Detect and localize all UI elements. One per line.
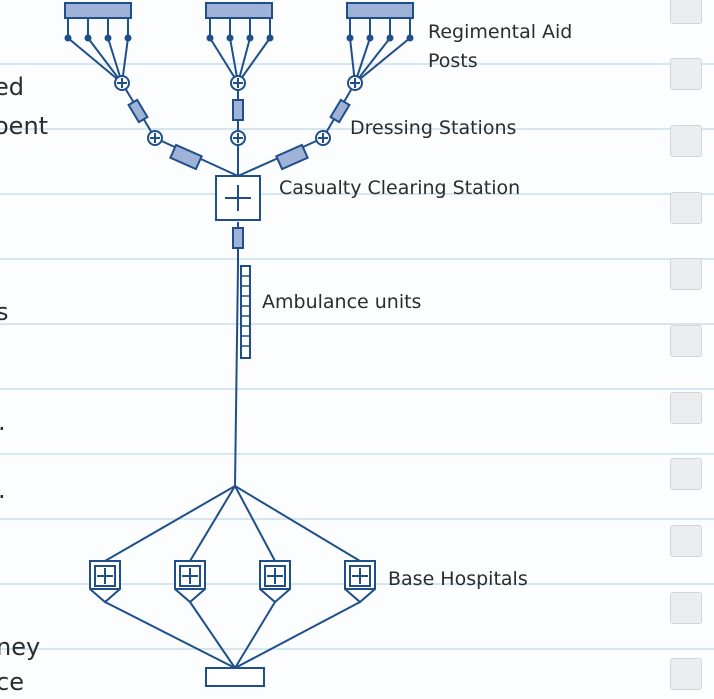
regimental-aid-post-middle: [205, 2, 273, 19]
label-regimental-aid-line2: Posts: [428, 50, 478, 72]
regimental-aid-post-left: [64, 2, 132, 19]
dressing-station-icon-left: [147, 130, 163, 146]
edge-text-3: s: [0, 298, 9, 326]
dressing-station-icon-right: [315, 130, 331, 146]
aid-post-plus-icon-middle: [230, 75, 246, 91]
ccs-plus-icon: [225, 185, 251, 211]
label-regimental-aid-line1: Regimental Aid: [428, 21, 572, 43]
checkbox[interactable]: [670, 458, 702, 490]
regimental-aid-post-right: [346, 2, 414, 19]
base-hospital-1: [89, 560, 121, 604]
base-hospital-4: [344, 560, 376, 604]
edge-text-2: oent: [0, 112, 48, 140]
checkbox[interactable]: [670, 58, 702, 90]
checkbox[interactable]: [670, 525, 702, 557]
label-ambulance-units: Ambulance units: [262, 291, 421, 313]
label-dressing-stations: Dressing Stations: [350, 117, 516, 139]
edge-text-4: .: [0, 408, 6, 436]
checkbox[interactable]: [670, 0, 702, 24]
label-casualty-clearing-station: Casualty Clearing Station: [279, 177, 520, 199]
edge-text-5: .: [0, 476, 6, 504]
base-hospital-2: [174, 560, 206, 604]
aid-post-plus-icon-right: [347, 75, 363, 91]
ambulance-column: [240, 265, 251, 359]
dressing-station-icon-middle: [230, 130, 246, 146]
checkbox[interactable]: [670, 192, 702, 224]
aid-post-plus-icon-left: [114, 75, 130, 91]
ambulance-dividers: [241, 275, 250, 347]
transport-units: [127, 98, 351, 249]
bottom-destination-box: [205, 667, 265, 687]
label-base-hospitals: Base Hospitals: [388, 568, 528, 590]
edge-text-1: ed: [0, 73, 24, 101]
edge-text-7: ce: [0, 668, 24, 696]
base-hospital-3: [259, 560, 291, 604]
checkbox[interactable]: [670, 592, 702, 624]
checkbox[interactable]: [670, 658, 702, 690]
checkbox[interactable]: [670, 125, 702, 157]
checkbox[interactable]: [670, 258, 702, 290]
edge-text-6: ney: [0, 633, 40, 661]
junction-dots: [64, 34, 414, 42]
checkbox[interactable]: [670, 392, 702, 424]
checkbox[interactable]: [670, 325, 702, 357]
